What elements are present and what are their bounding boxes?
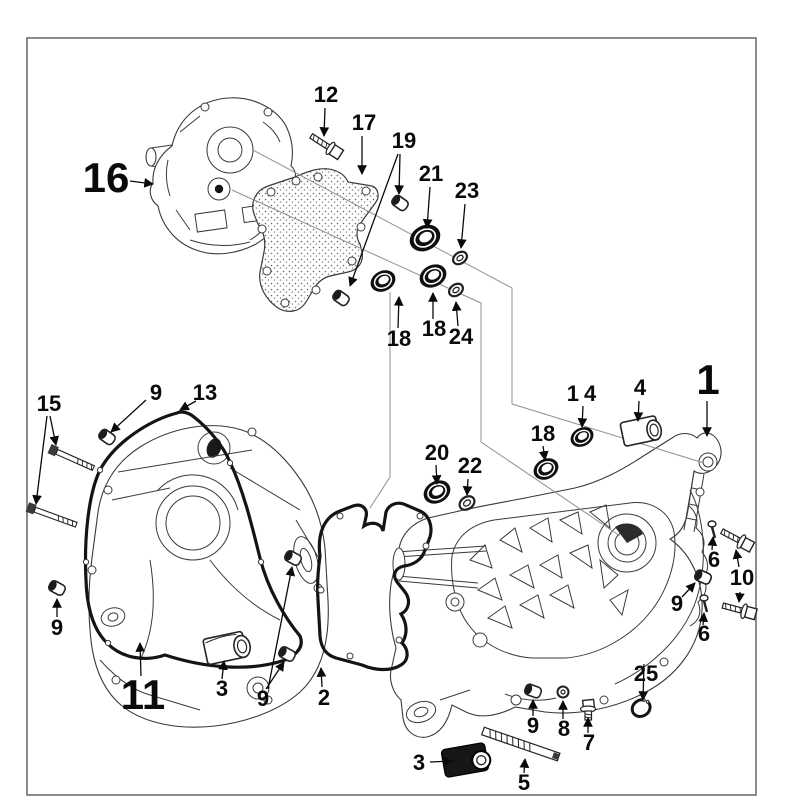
part-gasket-17 — [252, 168, 379, 312]
callout-23: 23 — [455, 178, 479, 203]
callout-20: 20 — [425, 440, 449, 465]
callout-15: 15 — [37, 391, 61, 416]
part-left-crankcase-11 — [87, 425, 329, 728]
leader-lines — [32, 107, 745, 774]
callout-3a: 3 — [216, 676, 228, 701]
callout-22: 22 — [458, 453, 482, 478]
callout-9a: 9 — [150, 380, 162, 405]
part-right-crankcase-1 — [389, 432, 722, 738]
drawing-frame — [26, 37, 757, 796]
callout-9e: 9 — [527, 713, 539, 738]
gasket-13-bolt-tabs — [82, 459, 265, 647]
part-seal-14 — [570, 427, 594, 447]
part-screw-6b — [699, 594, 709, 613]
callout-10: 10 — [730, 565, 754, 590]
callout-18a: 18 — [387, 326, 411, 351]
part-washer-24 — [447, 282, 465, 298]
part-dowel-19a — [389, 193, 411, 213]
callout-labels: 16 12 17 19 21 23 18 18 24 20 22 14 18 4… — [37, 82, 754, 795]
part-dowel-19b — [330, 288, 352, 308]
callout-18c: 18 — [531, 421, 555, 446]
callout-9d: 9 — [671, 591, 683, 616]
callout-9b: 9 — [51, 615, 63, 640]
part-dowel-9b — [46, 578, 68, 598]
part-gasket-2 — [316, 501, 433, 672]
callout-13: 13 — [193, 380, 217, 405]
callout-17: 17 — [352, 110, 376, 135]
callout-3b: 3 — [413, 750, 425, 775]
callout-16: 16 — [83, 154, 130, 201]
part-bolt-10a — [719, 528, 756, 554]
part-circlip-25 — [630, 698, 652, 718]
part-bolt-10b — [721, 602, 758, 621]
callout-19: 19 — [392, 128, 416, 153]
part-bearing-20 — [423, 480, 451, 504]
part-stud-15b — [25, 502, 78, 528]
callout-21: 21 — [419, 161, 443, 186]
callout-4: 4 — [634, 375, 647, 400]
alignment-lines — [231, 149, 705, 537]
part-washer-23 — [451, 250, 469, 266]
callout-25: 25 — [634, 661, 658, 686]
callout-14: 14 — [567, 381, 601, 406]
part-screw-12 — [308, 132, 345, 161]
callout-11: 11 — [121, 671, 165, 718]
callout-6a: 6 — [708, 547, 720, 572]
part-washer-22 — [458, 495, 476, 511]
part-washer-8 — [556, 685, 570, 699]
part-bearing-18b — [419, 264, 447, 288]
callout-7: 7 — [583, 730, 595, 755]
callout-2: 2 — [318, 685, 330, 710]
part-bushing-3b — [440, 742, 492, 778]
callout-24: 24 — [449, 324, 474, 349]
callout-12: 12 — [314, 82, 338, 107]
part-dowel-9a — [96, 427, 118, 447]
part-bearing-18a — [370, 270, 396, 292]
callout-8: 8 — [558, 716, 570, 741]
part-stud-5 — [480, 726, 561, 762]
callout-18b: 18 — [422, 316, 446, 341]
part-stud-15a — [47, 443, 96, 472]
part-screw-7 — [579, 698, 597, 721]
part-bushing-4 — [619, 415, 663, 447]
part-bushing-3a — [202, 630, 251, 666]
callout-5: 5 — [518, 770, 530, 795]
part-screw-6a — [707, 520, 717, 539]
callout-6b: 6 — [698, 621, 710, 646]
callout-1: 1 — [696, 356, 719, 403]
part-bearing-21 — [409, 224, 441, 252]
callout-9c: 9 — [257, 686, 269, 711]
part-bearing-18c — [533, 458, 559, 480]
